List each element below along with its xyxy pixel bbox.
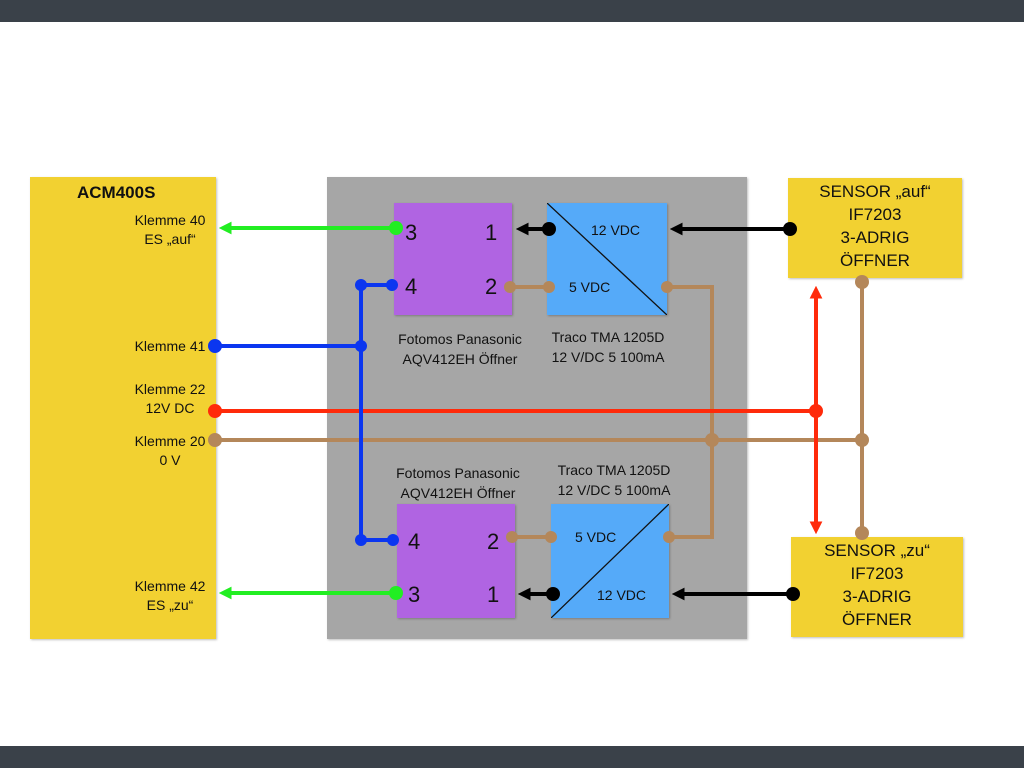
klemme-41-label: Klemme 41: [134, 338, 206, 354]
converter-bottom-description: Traco TMA 1205D 12 V/DC 5 100mA: [534, 460, 694, 500]
sensor-auf-wiring: 3-ADRIG: [840, 228, 910, 247]
sensor-zu-wiring: 3-ADRIG: [842, 587, 912, 606]
converter-bottom-diagonal: [551, 504, 669, 618]
converter-bottom-5v-node: [545, 531, 557, 543]
klemme-41-node: [208, 339, 222, 353]
converter-top-out-node: [542, 222, 556, 236]
relay-bottom-description: Fotomos Panasonic AQV412EH Öffner: [380, 463, 536, 503]
control-wires: [208, 279, 399, 546]
control-junction-node: [355, 340, 367, 352]
sensor-auf-block: SENSOR „auf“ IF7203 3-ADRIG ÖFFNER: [788, 178, 962, 278]
relay-bottom-pin-3: 3: [408, 582, 421, 607]
sensor-auf-type: ÖFFNER: [840, 251, 910, 270]
relay-bottom-pin3-node: [389, 586, 403, 600]
relay-bottom-pin-2: 2: [487, 529, 500, 554]
relay-bottom-manufacturer: Fotomos Panasonic: [396, 465, 520, 481]
acm400s-block: [30, 177, 216, 639]
converter-top-block: [547, 203, 667, 315]
sensor-zu-model: IF7203: [850, 564, 904, 583]
converter-top-input-label: 12 VDC: [591, 222, 641, 238]
output-wires: [218, 221, 403, 600]
relay-top-pin-3: 3: [405, 220, 418, 245]
klemme-22-label: Klemme 22 12V DC: [104, 380, 236, 418]
klemme-40-name: Klemme 40: [134, 212, 206, 228]
sensor-zu-signal-node: [786, 587, 800, 601]
converter-bottom-rating: 12 V/DC 5 100mA: [557, 482, 671, 498]
relay-top-pin3-node: [389, 221, 403, 235]
relay-top-block: [394, 203, 512, 315]
control-top-corner-node: [355, 279, 367, 291]
klemme-42-function: ES „zu“: [146, 597, 194, 613]
relay-top-pin-2: 2: [485, 274, 498, 299]
klemme-42-label: Klemme 42 ES „zu“: [104, 577, 236, 615]
converter-bottom-output-label: 5 VDC: [575, 529, 617, 545]
relay-bottom-pin2-node: [506, 531, 518, 543]
converter-bottom-block: [551, 504, 669, 618]
relay-bottom-pin4-node: [387, 534, 399, 546]
converter-top-5v-node: [543, 281, 555, 293]
converter-bottom-model: Traco TMA 1205D: [557, 462, 671, 478]
converter-bottom-gnd-node: [663, 531, 675, 543]
klemme-40-function: ES „auf“: [144, 231, 196, 247]
klemme-22-function: 12V DC: [145, 400, 195, 416]
relay-top-pin2-node: [504, 281, 516, 293]
klemme-42-name: Klemme 42: [134, 578, 206, 594]
converter-bottom-out-node: [546, 587, 560, 601]
sensor-signal-wires: [515, 222, 800, 601]
relay-bottom-pin-1: 1: [487, 582, 500, 607]
top-bar: [0, 0, 1024, 22]
control-bus-wire: [359, 283, 397, 542]
acm400s-title: ACM400S: [77, 183, 156, 202]
relay-bottom-pin-4: 4: [408, 529, 421, 554]
klemme-22-node: [208, 404, 222, 418]
klemme-20-label: Klemme 20 0 V: [104, 432, 236, 470]
converter-top-model: Traco TMA 1205D: [551, 329, 665, 345]
converter-top-gnd-node: [661, 281, 673, 293]
relay-top-manufacturer: Fotomos Panasonic: [398, 331, 522, 347]
converter-top-diagonal: [547, 203, 667, 315]
converter-top-rating: 12 V/DC 5 100mA: [551, 349, 665, 365]
sensor-zu-title: SENSOR „zu“: [824, 541, 930, 560]
ground-junction-node: [705, 433, 719, 447]
sensor-auf-title: SENSOR „auf“: [819, 182, 931, 201]
converter-top-description: Traco TMA 1205D 12 V/DC 5 100mA: [528, 327, 688, 367]
relay-top-pin-4: 4: [405, 274, 418, 299]
ground-nodes: [208, 275, 869, 543]
relay-bottom-part: AQV412EH Öffner: [400, 485, 516, 501]
supply-wires: [208, 285, 823, 535]
sensor-auf-ground-node: [855, 275, 869, 289]
bottom-bar: [0, 746, 1024, 768]
sensor-auf-model: IF7203: [848, 205, 902, 224]
relay-top-part: AQV412EH Öffner: [402, 351, 518, 367]
klemme-20-name: Klemme 20: [134, 433, 206, 449]
relay-top-description: Fotomos Panasonic AQV412EH Öffner: [382, 329, 538, 369]
relay-top-pin-1: 1: [485, 220, 498, 245]
converter-bottom-input-label: 12 VDC: [597, 587, 647, 603]
ground-sensor-junction-node: [855, 433, 869, 447]
relay-top-pin4-node: [386, 279, 398, 291]
klemme-40-label: Klemme 40 ES „auf“: [104, 211, 236, 249]
supply-junction-node: [809, 404, 823, 418]
sensor-zu-type: ÖFFNER: [842, 610, 912, 629]
control-bottom-corner-node: [355, 534, 367, 546]
sensor-auf-signal-node: [783, 222, 797, 236]
sensor-zu-block: SENSOR „zu“ IF7203 3-ADRIG ÖFFNER: [791, 537, 963, 637]
klemme-22-name: Klemme 22: [134, 381, 206, 397]
klemme-20-node: [208, 433, 222, 447]
converter-top-output-label: 5 VDC: [569, 279, 611, 295]
klemme-20-function: 0 V: [159, 452, 181, 468]
sensor-zu-ground-node: [855, 526, 869, 540]
relay-bottom-block: [397, 504, 515, 618]
